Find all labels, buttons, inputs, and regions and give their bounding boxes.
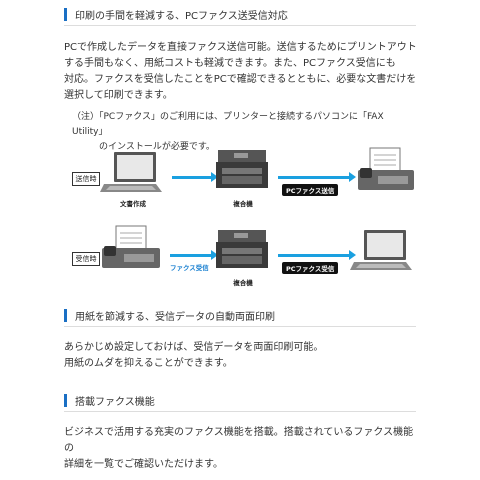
divider [64,25,416,26]
section-body: ビジネスで活用する充実のファクス機能を搭載。搭載されているファクス機能の 詳細を… [64,425,420,473]
fax-receive-label: ファクス受信 [170,264,209,272]
laptop-icon [100,152,162,192]
heading-accent-bar [64,309,67,322]
mfp-caption: 複合機 [233,200,253,208]
arrow-icon [170,250,218,260]
footnote: （注）「PCファクス」のご利用には、プリンターと接続するパソコンに「FAX Ut… [72,110,412,155]
fax-machine-icon [102,225,160,268]
body-line: 対応。ファクスを受信したことをPCで確認できるとともに、必要な文書だけを [64,74,417,85]
printer-icon [216,230,268,268]
section-heading-duplex: 用紙を節減する、受信データの自動両面印刷 [64,308,416,323]
heading-accent-bar [64,394,67,407]
section-title: 用紙を節減する、受信データの自動両面印刷 [75,312,275,323]
body-line: する手間もなく、用紙コストも軽減できます。また、PCファクス受信にも [64,58,396,69]
pc-caption: 文書作成 [120,200,146,208]
body-line: 用紙のムダを抑えることができます。 [64,358,233,369]
body-line: ビジネスで活用する充実のファクス機能を搭載。搭載されているファクス機能の [64,427,414,454]
body-line: 選択して印刷できます。 [64,90,173,101]
divider [64,411,416,412]
laptop-icon [350,230,412,270]
body-line: あらかじめ設定しておけば、受信データを両面印刷可能。 [64,342,324,353]
heading-accent-bar [64,8,67,21]
note-line: （注）「PCファクス」のご利用には、プリンターと接続するパソコンに「FAX Ut… [72,112,384,137]
mfp-caption: 複合機 [233,279,253,287]
section-title: 印刷の手間を軽減する、PCファクス送受信対応 [75,11,288,22]
arrow-icon [278,172,356,182]
body-line: PCで作成したデータを直接ファクス送信可能。送信するためにプリントアウト [64,42,417,53]
section-heading-fax-features: 搭載ファクス機能 [64,393,416,408]
pc-fax-send-label: PCファクス送信 [282,184,339,196]
divider [64,326,416,327]
body-line: 詳細を一覧でご確認いただけます。 [64,459,223,470]
section-heading-pc-fax: 印刷の手間を軽減する、PCファクス送受信対応 [64,7,416,22]
arrow-icon [278,250,356,260]
fax-machine-icon [358,147,414,190]
arrow-icon [172,172,218,182]
section-body: あらかじめ設定しておけば、受信データを両面印刷可能。 用紙のムダを抑えることがで… [64,340,420,372]
send-tag: 送信時 [72,172,100,186]
printer-icon [216,150,268,188]
section-title: 搭載ファクス機能 [75,397,155,408]
receive-tag: 受信時 [72,252,100,266]
pc-fax-receive-label: PCファクス受信 [282,262,339,274]
section-body: PCで作成したデータを直接ファクス送信可能。送信するためにプリントアウト する手… [64,40,420,104]
note-line: のインストールが必要です。 [72,142,215,152]
